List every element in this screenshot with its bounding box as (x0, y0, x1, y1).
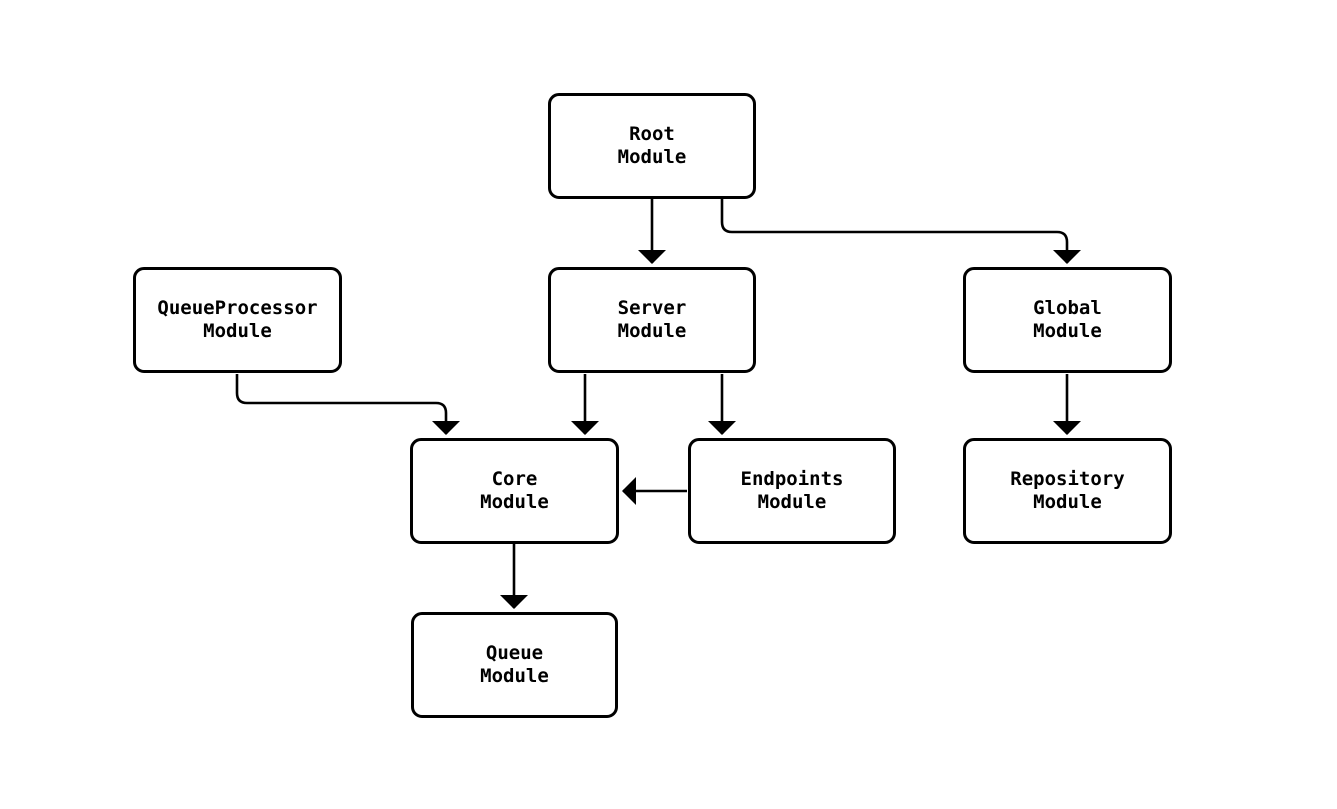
node-root-module: Root Module (548, 93, 756, 199)
node-repository-module: Repository Module (963, 438, 1172, 544)
edge-root-module-to-global-module (720, 199, 1081, 264)
node-queue-module: Queue Module (411, 612, 618, 718)
node-queueprocessor-module: QueueProcessor Module (133, 267, 342, 373)
node-endpoints-module: Endpoints Module (688, 438, 896, 544)
node-core-module: Core Module (410, 438, 619, 544)
node-server-module: Server Module (548, 267, 756, 373)
node-global-module: Global Module (963, 267, 1172, 373)
edge-queueprocessor-module-to-core-module (235, 374, 460, 435)
